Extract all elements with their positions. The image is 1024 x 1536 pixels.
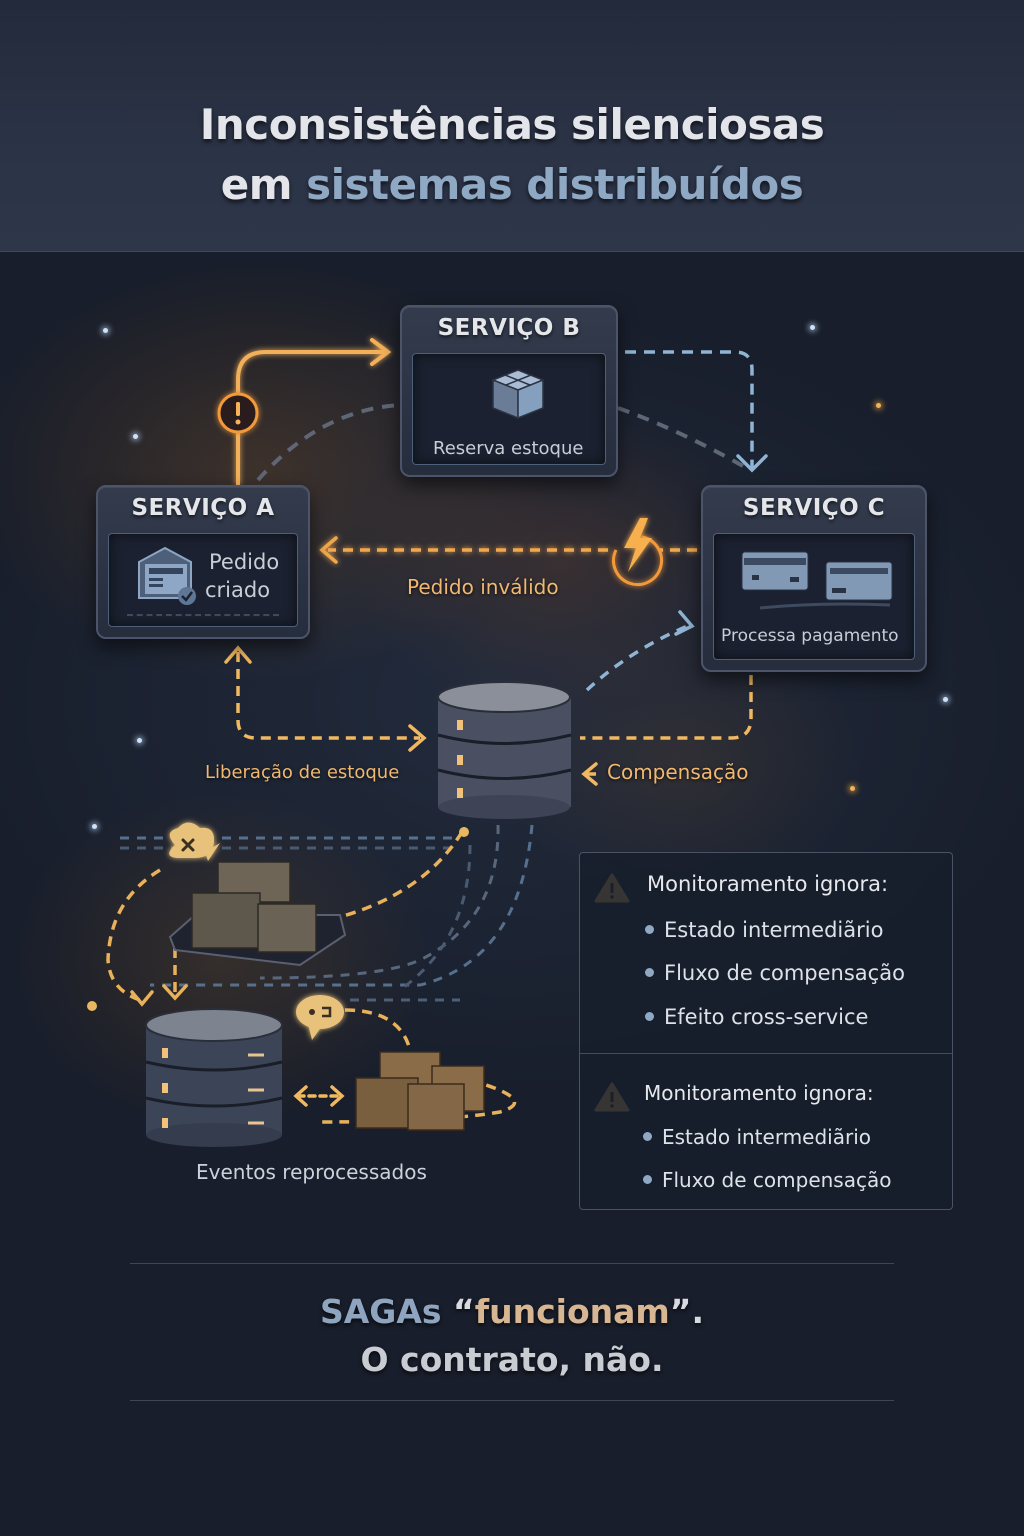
service-a-label-line2: criado	[205, 578, 271, 602]
tagline-line1: SAGAs “funcionam”.	[0, 1292, 1024, 1331]
star-decoration	[92, 824, 97, 829]
monitoring-item: Efeito cross-service	[645, 1005, 868, 1029]
service-c-title: SERVIÇO C	[742, 495, 886, 521]
flow-label-reprocessed-events: Eventos reprocessados	[196, 1160, 427, 1184]
flow-c-to-a-invalid	[319, 536, 697, 564]
flow-db-to-c	[585, 610, 695, 692]
flow-node-dot	[459, 827, 469, 837]
flow-a-to-b	[236, 338, 392, 485]
arrow-down-icon	[162, 984, 188, 1001]
service-b-label: Reserva estoque	[433, 438, 584, 459]
divider	[127, 614, 279, 616]
bullet-icon	[645, 1011, 654, 1021]
monitoring-item: Fluxo de compensação	[643, 1168, 891, 1192]
message-bubble-icon	[296, 995, 344, 1040]
tagline-open-quote: “	[453, 1292, 475, 1331]
flow-db-to-a-release	[224, 645, 427, 752]
event-database-icon	[145, 1008, 283, 1147]
bidirectional-arrow-icon	[293, 1085, 345, 1107]
monitoring-item: Fluxo de compensação	[645, 961, 905, 985]
service-c-label: Processa pagamento	[721, 626, 899, 646]
bullet-icon	[645, 967, 654, 977]
divider	[130, 1263, 894, 1264]
lightning-icon	[612, 518, 664, 587]
flow-b-to-c	[625, 350, 768, 473]
star-decoration	[133, 434, 138, 439]
flow-label-stock-release: Liberação de estoque	[205, 762, 400, 783]
flow-c-to-db-compensation	[580, 675, 753, 786]
flow-gray-dashed	[256, 403, 401, 482]
order-document-check-icon	[138, 546, 196, 605]
credit-cards-icon	[741, 551, 893, 610]
star-decoration	[850, 786, 855, 791]
star-decoration	[810, 325, 815, 330]
service-c-card[interactable]: SERVIÇO C Processa pagamento	[701, 485, 927, 672]
service-b-title: SERVIÇO B	[437, 315, 581, 341]
bullet-icon	[645, 924, 654, 934]
service-b-card[interactable]: SERVIÇO B Reserva estoque	[400, 305, 618, 477]
monitoring-item: Estado intermediãrio	[645, 918, 883, 942]
flow-node-dot	[87, 1001, 97, 1011]
exclamation-icon	[217, 392, 259, 434]
bullet-icon	[643, 1132, 652, 1141]
star-decoration	[943, 697, 948, 702]
tagline-line2: O contrato, não.	[360, 1340, 664, 1379]
arrow-down-icon	[130, 990, 154, 1007]
database-icon	[437, 681, 572, 819]
tagline-close-quote: ”.	[669, 1292, 705, 1331]
monitoring-heading: Monitoramento ignora:	[647, 872, 889, 896]
header-band	[0, 0, 1024, 252]
tagline-sagas: SAGAs	[319, 1292, 442, 1331]
panel-divider	[580, 1053, 952, 1054]
star-decoration	[103, 328, 108, 333]
inventory-boxes-icon	[168, 861, 347, 967]
box-icon	[490, 369, 546, 420]
page-title-line1: Inconsistências silenciosas	[199, 100, 825, 149]
monitoring-item: Estado intermediãrio	[643, 1125, 871, 1149]
flow-label-compensation: Compensação	[607, 760, 749, 784]
error-bubble-icon	[169, 822, 220, 861]
flow-label-invalid-order: Pedido inválido	[407, 575, 559, 599]
tagline-funcionam: funcionam	[474, 1292, 670, 1331]
divider	[130, 1400, 894, 1401]
page-title-line2: em sistemas distribuídos	[0, 160, 1024, 209]
reprocessed-boxes-icon	[355, 1051, 485, 1131]
page-title-prefix: em	[220, 160, 293, 209]
page-title-accent: sistemas distribuídos	[306, 160, 804, 209]
bullet-icon	[643, 1175, 652, 1184]
monitoring-panel	[579, 852, 953, 1210]
service-a-card[interactable]: SERVIÇO A Pedido criado	[96, 485, 310, 639]
flow-gray-dashed	[617, 406, 751, 472]
star-decoration	[137, 738, 142, 743]
service-a-label-line1: Pedido	[209, 550, 280, 574]
star-decoration	[876, 403, 881, 408]
monitoring-heading: Monitoramento ignora:	[644, 1081, 874, 1105]
service-a-title: SERVIÇO A	[131, 495, 275, 521]
